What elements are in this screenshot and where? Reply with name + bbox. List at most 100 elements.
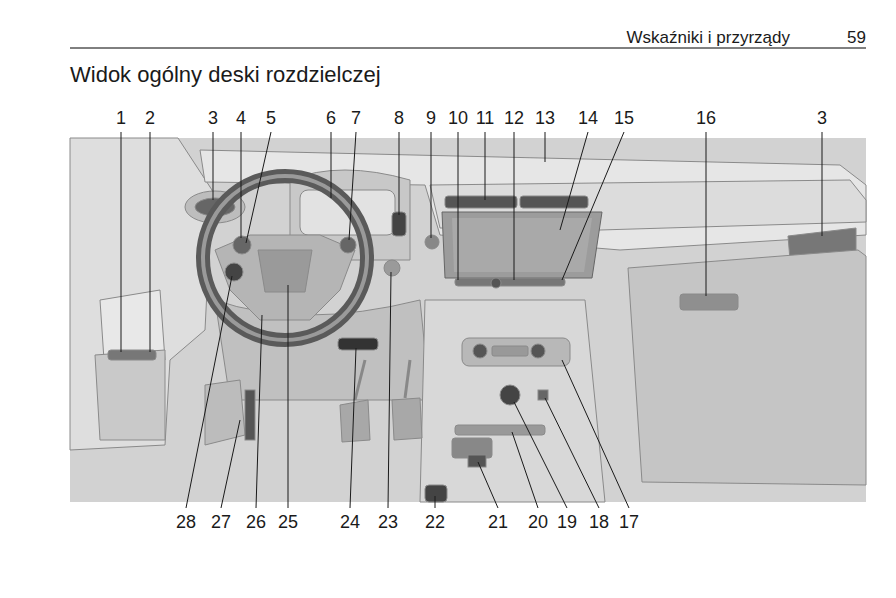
callout-number: 7 bbox=[351, 108, 361, 129]
leader-lines-part bbox=[562, 132, 624, 280]
cabin-drawing-part bbox=[338, 338, 378, 350]
leader-lines-part bbox=[256, 315, 262, 508]
cabin-drawing-part bbox=[225, 263, 243, 281]
callout-number: 14 bbox=[578, 108, 598, 129]
callout-number: 20 bbox=[528, 512, 548, 533]
callout-number: 10 bbox=[448, 108, 468, 129]
leader-lines bbox=[121, 132, 822, 508]
leader-lines-part bbox=[331, 132, 332, 198]
cabin-drawing-part bbox=[355, 360, 365, 400]
cabin-drawing-part bbox=[95, 350, 165, 440]
cabin-drawing-part bbox=[205, 380, 245, 445]
cabin-drawing-part bbox=[392, 398, 422, 440]
page-title: Widok ogólny deski rozdzielczej bbox=[70, 62, 381, 87]
leader-lines-part bbox=[241, 132, 242, 238]
callout-number: 27 bbox=[211, 512, 231, 533]
cabin-drawing-part bbox=[340, 237, 356, 253]
leader-lines-part bbox=[514, 402, 567, 508]
cabin-drawing-part bbox=[520, 196, 588, 208]
leader-lines-part bbox=[514, 132, 515, 280]
cabin-drawing-part bbox=[680, 294, 738, 310]
cabin-drawing-part bbox=[531, 344, 545, 358]
cabin-drawing-part bbox=[445, 196, 517, 208]
leader-lines-part bbox=[435, 496, 436, 508]
cabin-drawing-part bbox=[491, 278, 501, 288]
cabin-drawing-part bbox=[245, 390, 255, 440]
cabin-drawing-part bbox=[203, 176, 367, 340]
leader-lines-part bbox=[458, 132, 459, 280]
callout-number: 9 bbox=[426, 108, 436, 129]
cabin-drawing bbox=[70, 138, 866, 502]
callout-number: 28 bbox=[176, 512, 196, 533]
leader-lines-part bbox=[121, 132, 122, 352]
callout-number: 17 bbox=[619, 512, 639, 533]
cabin-drawing-part bbox=[452, 218, 592, 272]
leader-lines-part bbox=[186, 276, 232, 508]
leader-lines-part bbox=[350, 348, 356, 508]
leader-lines-part bbox=[478, 462, 498, 508]
callout-number: 6 bbox=[326, 108, 336, 129]
cabin-drawing-part bbox=[442, 212, 602, 278]
cabin-drawing-part bbox=[384, 260, 400, 276]
cabin-drawing-part bbox=[233, 236, 251, 254]
callout-number: 1 bbox=[116, 108, 126, 129]
leader-lines-part bbox=[545, 398, 599, 508]
callout-number: 19 bbox=[557, 512, 577, 533]
cabin-drawing-part bbox=[70, 138, 212, 450]
cabin-drawing-part bbox=[108, 350, 156, 360]
cabin-drawing-part bbox=[215, 235, 355, 320]
leader-lines-part bbox=[288, 285, 289, 508]
leader-lines-part bbox=[431, 132, 432, 238]
callout-number: 11 bbox=[476, 108, 495, 129]
cabin-drawing-part bbox=[468, 455, 486, 467]
callout-number: 18 bbox=[589, 512, 609, 533]
cabin-drawing-part bbox=[203, 176, 367, 340]
leader-lines-part bbox=[221, 420, 240, 508]
leader-lines-part bbox=[562, 360, 629, 508]
leader-lines-part bbox=[213, 132, 214, 200]
cabin-drawing-part bbox=[500, 385, 520, 405]
cabin-drawing-part bbox=[405, 360, 410, 398]
leader-lines-part bbox=[545, 132, 546, 162]
leader-lines-part bbox=[560, 132, 588, 230]
cabin-drawing-part bbox=[538, 390, 548, 400]
callout-number: 26 bbox=[246, 512, 266, 533]
leader-lines-part bbox=[388, 272, 391, 508]
cabin-drawing-part bbox=[462, 338, 570, 366]
callout-number: 4 bbox=[236, 108, 246, 129]
cabin-drawing-part bbox=[425, 485, 447, 502]
cabin-drawing-part bbox=[455, 278, 565, 286]
cabin-drawing-part bbox=[215, 300, 430, 400]
cabin-drawing-part bbox=[473, 344, 487, 358]
cabin-drawing-part bbox=[628, 250, 866, 485]
callout-number: 3 bbox=[208, 108, 218, 129]
callout-number: 5 bbox=[266, 108, 276, 129]
cabin-drawing-part bbox=[492, 346, 528, 356]
callout-number: 2 bbox=[145, 108, 155, 129]
cabin-drawing-part bbox=[340, 400, 370, 442]
header-rule bbox=[70, 48, 866, 49]
cabin-drawing-part bbox=[70, 138, 866, 502]
leader-lines-part bbox=[349, 132, 356, 240]
callout-number: 3 bbox=[817, 108, 827, 129]
leader-lines-part bbox=[512, 432, 538, 508]
callout-number: 24 bbox=[340, 512, 360, 533]
cabin-drawing-part bbox=[258, 250, 312, 292]
callout-number: 8 bbox=[394, 108, 404, 129]
cabin-drawing-part bbox=[392, 212, 406, 236]
cabin-drawing-part bbox=[420, 300, 605, 502]
callout-number: 23 bbox=[378, 512, 398, 533]
callout-number: 25 bbox=[278, 512, 298, 533]
callout-number: 22 bbox=[425, 512, 445, 533]
cabin-drawing-part bbox=[455, 425, 545, 435]
callout-number: 16 bbox=[696, 108, 716, 129]
leader-lines-part bbox=[706, 132, 707, 296]
callout-number: 13 bbox=[535, 108, 555, 129]
leader-lines-part bbox=[399, 132, 400, 215]
callout-number: 15 bbox=[614, 108, 634, 129]
callout-number: 21 bbox=[488, 512, 508, 533]
leader-lines-part bbox=[150, 132, 151, 352]
leader-lines-part bbox=[822, 132, 823, 236]
callout-number: 12 bbox=[504, 108, 524, 129]
